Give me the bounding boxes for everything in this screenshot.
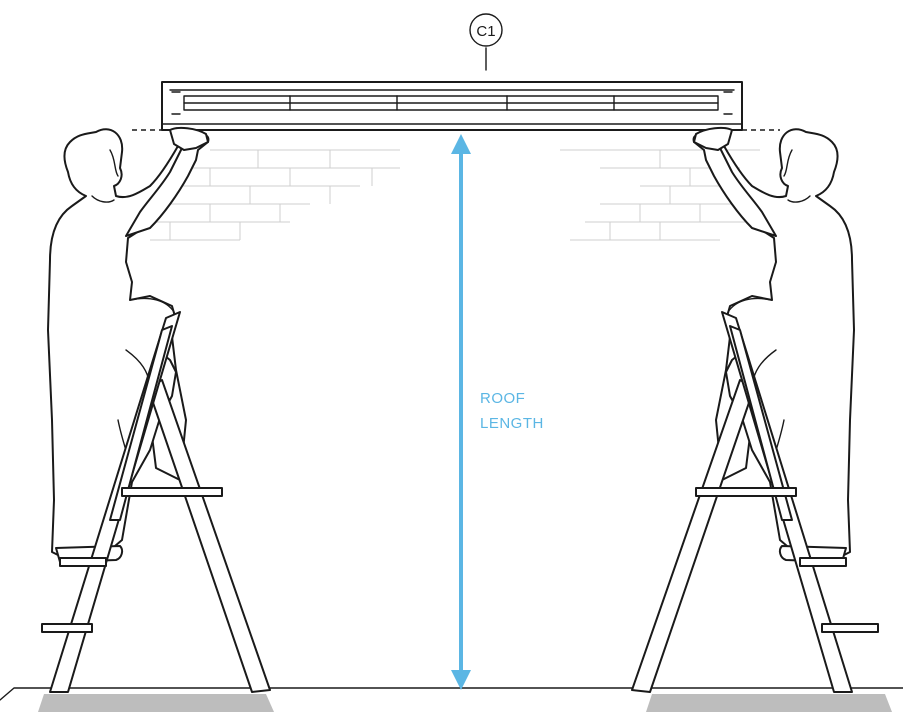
right-ladder-inner-rail bbox=[729, 325, 793, 521]
left-ladder-top-step bbox=[121, 487, 223, 497]
callout-circle bbox=[469, 13, 503, 47]
right-ladder-lower-step bbox=[821, 623, 879, 633]
right-ladder-top-step bbox=[695, 487, 797, 497]
left-ladder-inner-rail bbox=[109, 325, 173, 521]
left-ladder bbox=[41, 311, 271, 693]
dimension-label-line1: ROOF bbox=[480, 390, 525, 407]
dimension-arrow-bottom bbox=[451, 670, 471, 690]
left-ladder-shadow bbox=[38, 694, 274, 712]
part-callout: C1 bbox=[469, 13, 503, 71]
floor bbox=[0, 687, 903, 712]
dimension-label-line2: LENGTH bbox=[480, 415, 544, 432]
roof-length-dimension: ROOF LENGTH bbox=[451, 134, 544, 690]
right-ladder bbox=[631, 311, 879, 693]
dimension-arrow-top bbox=[451, 134, 471, 154]
left-ladder-back-rail bbox=[147, 379, 271, 693]
left-installer-hand bbox=[169, 126, 209, 151]
right-installer-hand bbox=[693, 126, 733, 151]
left-ladder-lower-step bbox=[41, 623, 93, 633]
right-ladder-shadow bbox=[646, 694, 892, 712]
right-ladder-back-rail bbox=[631, 379, 755, 693]
callout-label: C1 bbox=[476, 23, 495, 40]
roof-beam-outline bbox=[161, 81, 743, 131]
roof-beam bbox=[132, 81, 780, 131]
left-brick-wall bbox=[150, 149, 400, 241]
